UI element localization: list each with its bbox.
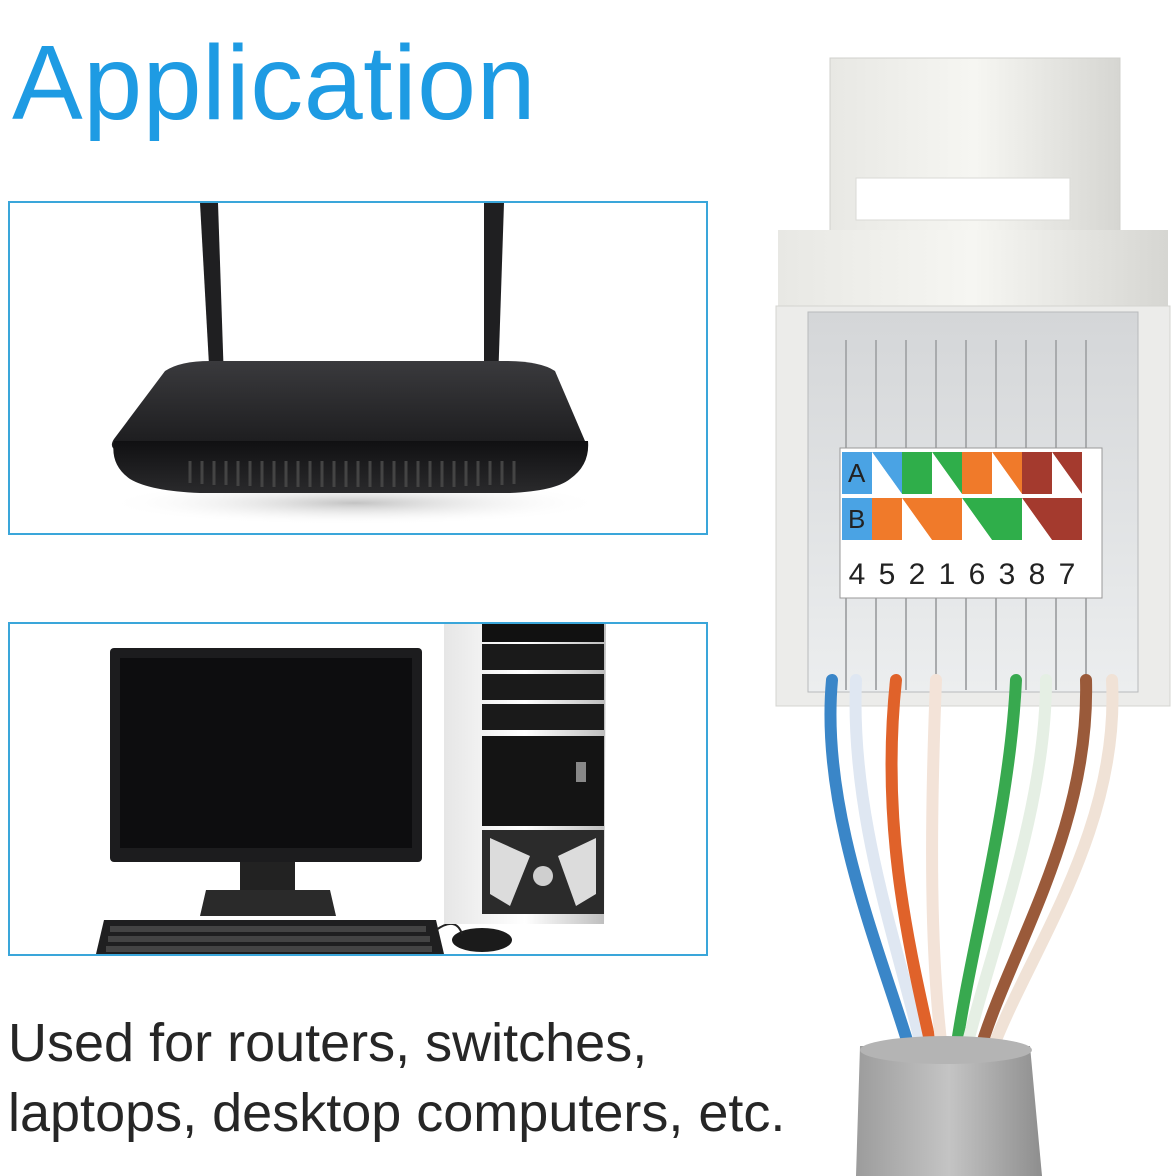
pin-number: 5 <box>879 558 896 591</box>
keystone-jack-icon: A B 4 5 2 1 6 3 8 7 <box>775 57 1171 1176</box>
row-a-label: A <box>848 458 866 488</box>
desktop-computer-icon <box>96 624 606 954</box>
pin-number: 8 <box>1029 558 1046 591</box>
pin-number: 2 <box>909 558 926 591</box>
row-b-label: B <box>848 504 865 534</box>
pin-number: 4 <box>849 558 866 591</box>
caption: Used for routers, switches, laptops, des… <box>8 1008 848 1148</box>
caption-line-2: laptops, desktop computers, etc. <box>8 1083 786 1143</box>
caption-line-1: Used for routers, switches, <box>8 1013 648 1073</box>
computer-panel <box>8 622 708 956</box>
pin-number: 6 <box>969 558 986 591</box>
pin-number: 3 <box>999 558 1016 591</box>
pin-number: 1 <box>939 558 956 591</box>
router-panel <box>8 201 708 535</box>
router-icon <box>105 203 605 525</box>
pin-number: 7 <box>1059 558 1076 591</box>
page-title: Application <box>12 24 537 142</box>
